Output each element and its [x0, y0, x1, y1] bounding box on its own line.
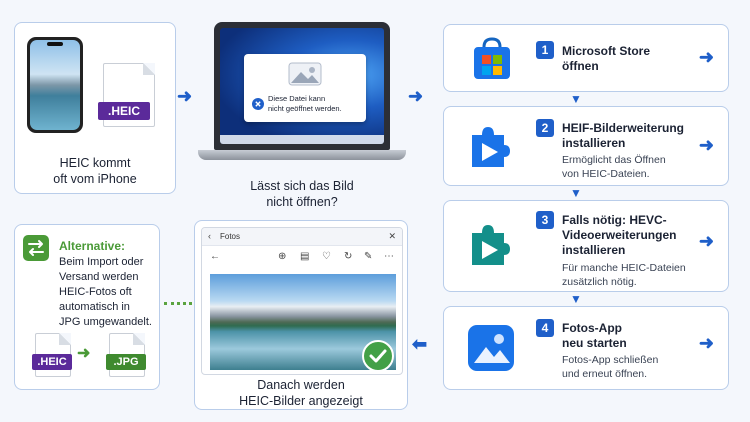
rotate-icon[interactable]: ↻: [344, 251, 353, 262]
edit-icon[interactable]: ✎: [364, 251, 373, 262]
step-number: 1: [536, 41, 554, 59]
arrow-right-icon[interactable]: ➜: [698, 135, 714, 155]
laptop-illustration: Diese Datei kann nicht geöffnet werden.: [198, 22, 406, 172]
fotos-result-card: ‹ Fotos ✕ ← ⊕ ▤ ♡ ↻ ✎ ⋯ Danach werden HE…: [194, 220, 408, 410]
fotos-caption: Danach werden HEIC-Bilder angezeigt: [239, 378, 363, 408]
arrow-right-icon: ➜: [408, 86, 424, 106]
arrow-left-icon: ⬅: [412, 334, 428, 354]
step-description: Für manche HEIC-Dateien zusätzlich nötig…: [562, 262, 686, 288]
delete-icon[interactable]: ▤: [300, 251, 310, 262]
extension-puzzle-icon: [472, 225, 510, 265]
microsoft-store-icon: [474, 37, 510, 79]
jpg-file-label: .JPG: [106, 354, 146, 370]
laptop-caption: Lässt sich das Bild nicht öffnen?: [250, 179, 354, 209]
back-arrow-icon[interactable]: ←: [210, 251, 220, 262]
step-title: Fotos-App neu starten: [562, 321, 627, 350]
step-4-card[interactable]: 4 Fotos-App neu starten Fotos-App schlie…: [443, 306, 729, 390]
arrow-down-icon: ▼: [570, 292, 582, 306]
favorite-icon[interactable]: ♡: [322, 251, 331, 262]
alternative-card: Alternative: Beim Import oder Versand we…: [14, 224, 160, 390]
error-message: Diese Datei kann nicht geöffnet werden.: [268, 94, 342, 113]
arrow-right-icon[interactable]: ➜: [698, 333, 714, 353]
checkmark-icon: [362, 340, 394, 372]
window-title: Fotos: [220, 232, 241, 241]
fotos-toolbar: ← ⊕ ▤ ♡ ↻ ✎ ⋯: [202, 246, 402, 268]
step-number: 4: [536, 319, 554, 337]
alternative-heading: Alternative:: [59, 239, 126, 253]
arrow-right-icon[interactable]: ➜: [698, 47, 714, 67]
step-description: Fotos-App schließen und erneut öffnen.: [562, 354, 659, 380]
iphone-illustration: [27, 37, 83, 133]
step-title: Falls nötig: HEVC- Videoerweiterungen in…: [562, 213, 677, 257]
heic-file-label: .HEIC: [98, 102, 150, 120]
arrow-right-icon: ➜: [77, 345, 91, 362]
arrow-right-icon[interactable]: ➜: [698, 231, 714, 251]
arrow-right-icon: ➜: [177, 86, 193, 106]
photos-app-icon: [468, 325, 514, 371]
step-2-card[interactable]: 2 HEIF-Bilderweiterung installieren Ermö…: [443, 106, 729, 186]
extension-puzzle-icon: [472, 127, 510, 167]
heic-source-caption: HEIC kommt oft vom iPhone: [53, 156, 137, 186]
heic-file-icon: .HEIC: [98, 63, 155, 127]
error-dialog: Diese Datei kann nicht geöffnet werden.: [244, 54, 366, 122]
swap-arrows-icon: [23, 235, 49, 261]
dotted-connector: [164, 302, 192, 305]
more-icon[interactable]: ⋯: [384, 251, 394, 262]
step-1-card[interactable]: 1 Microsoft Store öffnen ➜: [443, 24, 729, 92]
step-number: 3: [536, 211, 554, 229]
jpg-file-icon: .JPG: [106, 333, 146, 377]
close-icon[interactable]: ✕: [388, 231, 396, 241]
arrow-down-icon: ▼: [570, 92, 582, 106]
heic-file-label: .HEIC: [32, 354, 72, 370]
step-description: Ermöglicht das Öffnen von HEIC-Dateien.: [562, 154, 666, 180]
heic-file-icon: .HEIC: [32, 333, 72, 377]
fotos-window: ‹ Fotos ✕ ← ⊕ ▤ ♡ ↻ ✎ ⋯: [201, 227, 403, 375]
window-titlebar: ‹ Fotos ✕: [202, 228, 402, 246]
step-title: Microsoft Store öffnen: [562, 44, 651, 73]
windows-desktop: Diese Datei kann nicht geöffnet werden.: [220, 28, 384, 144]
error-icon: [252, 98, 264, 110]
image-placeholder-icon: [288, 62, 322, 86]
back-chevron-icon[interactable]: ‹: [208, 231, 211, 241]
heic-source-card: .HEIC HEIC kommt oft vom iPhone: [14, 22, 176, 194]
step-number: 2: [536, 119, 554, 137]
step-title: HEIF-Bilderweiterung installieren: [562, 121, 685, 150]
step-3-card[interactable]: 3 Falls nötig: HEVC- Videoerweiterungen …: [443, 200, 729, 292]
zoom-icon[interactable]: ⊕: [278, 251, 287, 262]
alternative-text: Beim Import oder Versand werden HEIC-Fot…: [59, 256, 152, 328]
taskbar: [220, 135, 384, 144]
arrow-down-icon: ▼: [570, 186, 582, 200]
